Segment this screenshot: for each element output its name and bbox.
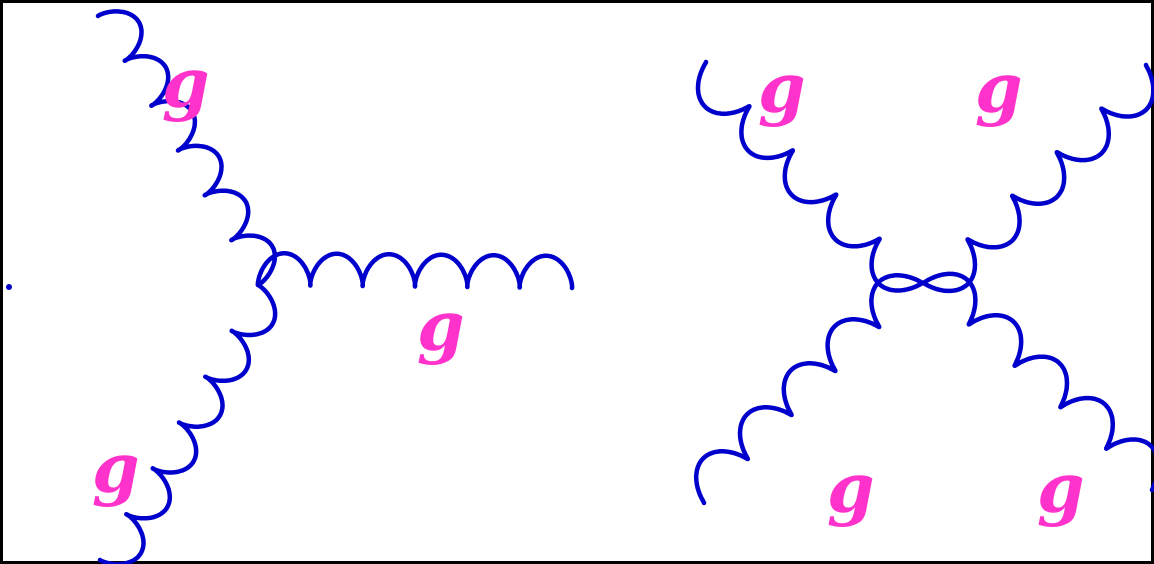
gluon-label-lower-right-2: g — [1037, 449, 1085, 529]
gluon-line-lower-left-2 — [696, 275, 923, 503]
three-gluon-vertex-labels: g g g — [92, 44, 465, 509]
edge-dot — [6, 284, 12, 290]
gluon-line-upper-left-2 — [698, 62, 923, 291]
gluon-label-upper-left: g — [162, 44, 210, 124]
gluon-line-right — [258, 253, 572, 288]
gluon-label-right: g — [417, 287, 465, 367]
gluon-label-upper-right-2: g — [975, 49, 1023, 129]
gluon-label-lower-left: g — [92, 429, 140, 509]
gluon-label-upper-left-2: g — [758, 49, 806, 129]
four-gluon-vertex-labels: g g g g — [758, 49, 1085, 529]
gluon-line-upper-right-2 — [923, 65, 1153, 291]
gluon-label-lower-left-2: g — [827, 449, 875, 529]
gluon-line-lower-left — [100, 285, 275, 564]
